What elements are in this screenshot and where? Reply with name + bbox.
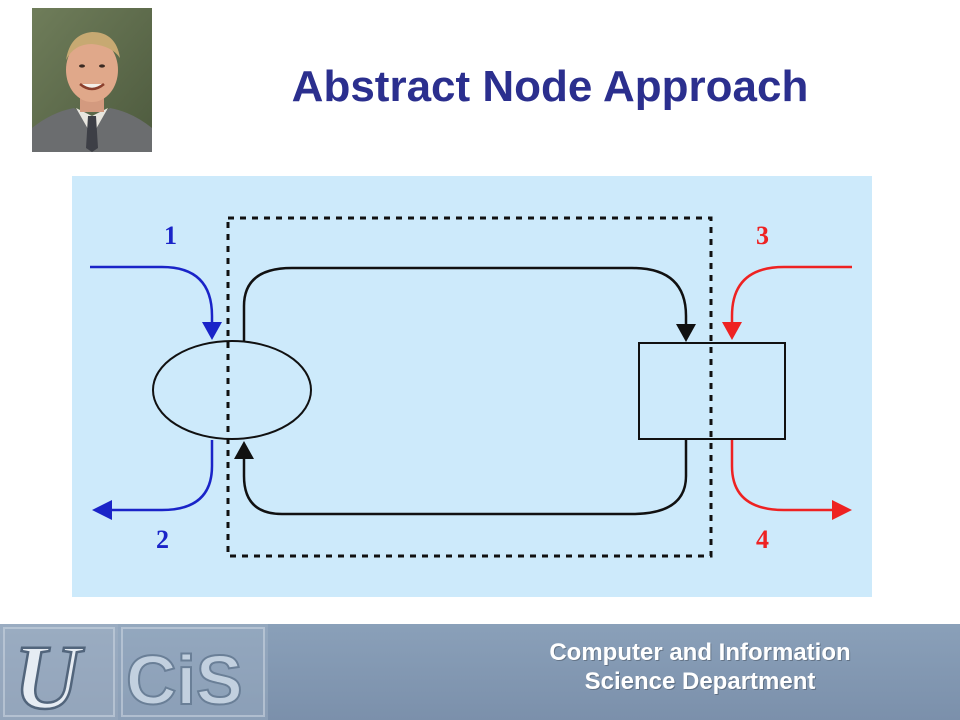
- internal-flow-top: [242, 266, 688, 341]
- right-process-box: [638, 342, 786, 440]
- internal-flow-bottom: [242, 440, 688, 516]
- department-name: Computer and Information Science Departm…: [300, 638, 860, 696]
- input-flow-1-arrowhead: [202, 322, 222, 340]
- input-flow-3-arrowhead: [722, 322, 742, 340]
- logo-letters-cis: CiS: [126, 641, 243, 719]
- speaker-portrait: [32, 8, 152, 152]
- footer-banner: U CiS Computer and Information Science D…: [0, 624, 960, 720]
- logo-letter-u: U: [14, 626, 85, 720]
- node-boundary: [226, 216, 713, 558]
- output-flow-4: [730, 440, 834, 512]
- ucis-logo: U CiS: [0, 624, 268, 720]
- input-flow-1: [90, 265, 214, 326]
- abstract-node-diagram: 1 2 3 4: [72, 176, 872, 597]
- label-3: 3: [756, 221, 769, 250]
- left-process-ellipse: [152, 340, 312, 440]
- output-flow-2: [108, 440, 214, 512]
- label-4: 4: [756, 525, 769, 554]
- department-line-1: Computer and Information: [549, 639, 851, 666]
- label-2: 2: [156, 525, 169, 554]
- input-flow-3: [730, 265, 852, 326]
- diagram-svg: 1 2 3 4: [90, 216, 852, 558]
- internal-flow-top-arrowhead: [676, 324, 696, 342]
- page-title: Abstract Node Approach: [291, 62, 809, 111]
- department-line-2: Science Department: [584, 668, 816, 695]
- internal-flow-bottom-arrowhead: [234, 441, 254, 459]
- output-flow-4-arrowhead: [832, 500, 852, 520]
- label-1: 1: [164, 221, 177, 250]
- output-flow-2-arrowhead: [92, 500, 112, 520]
